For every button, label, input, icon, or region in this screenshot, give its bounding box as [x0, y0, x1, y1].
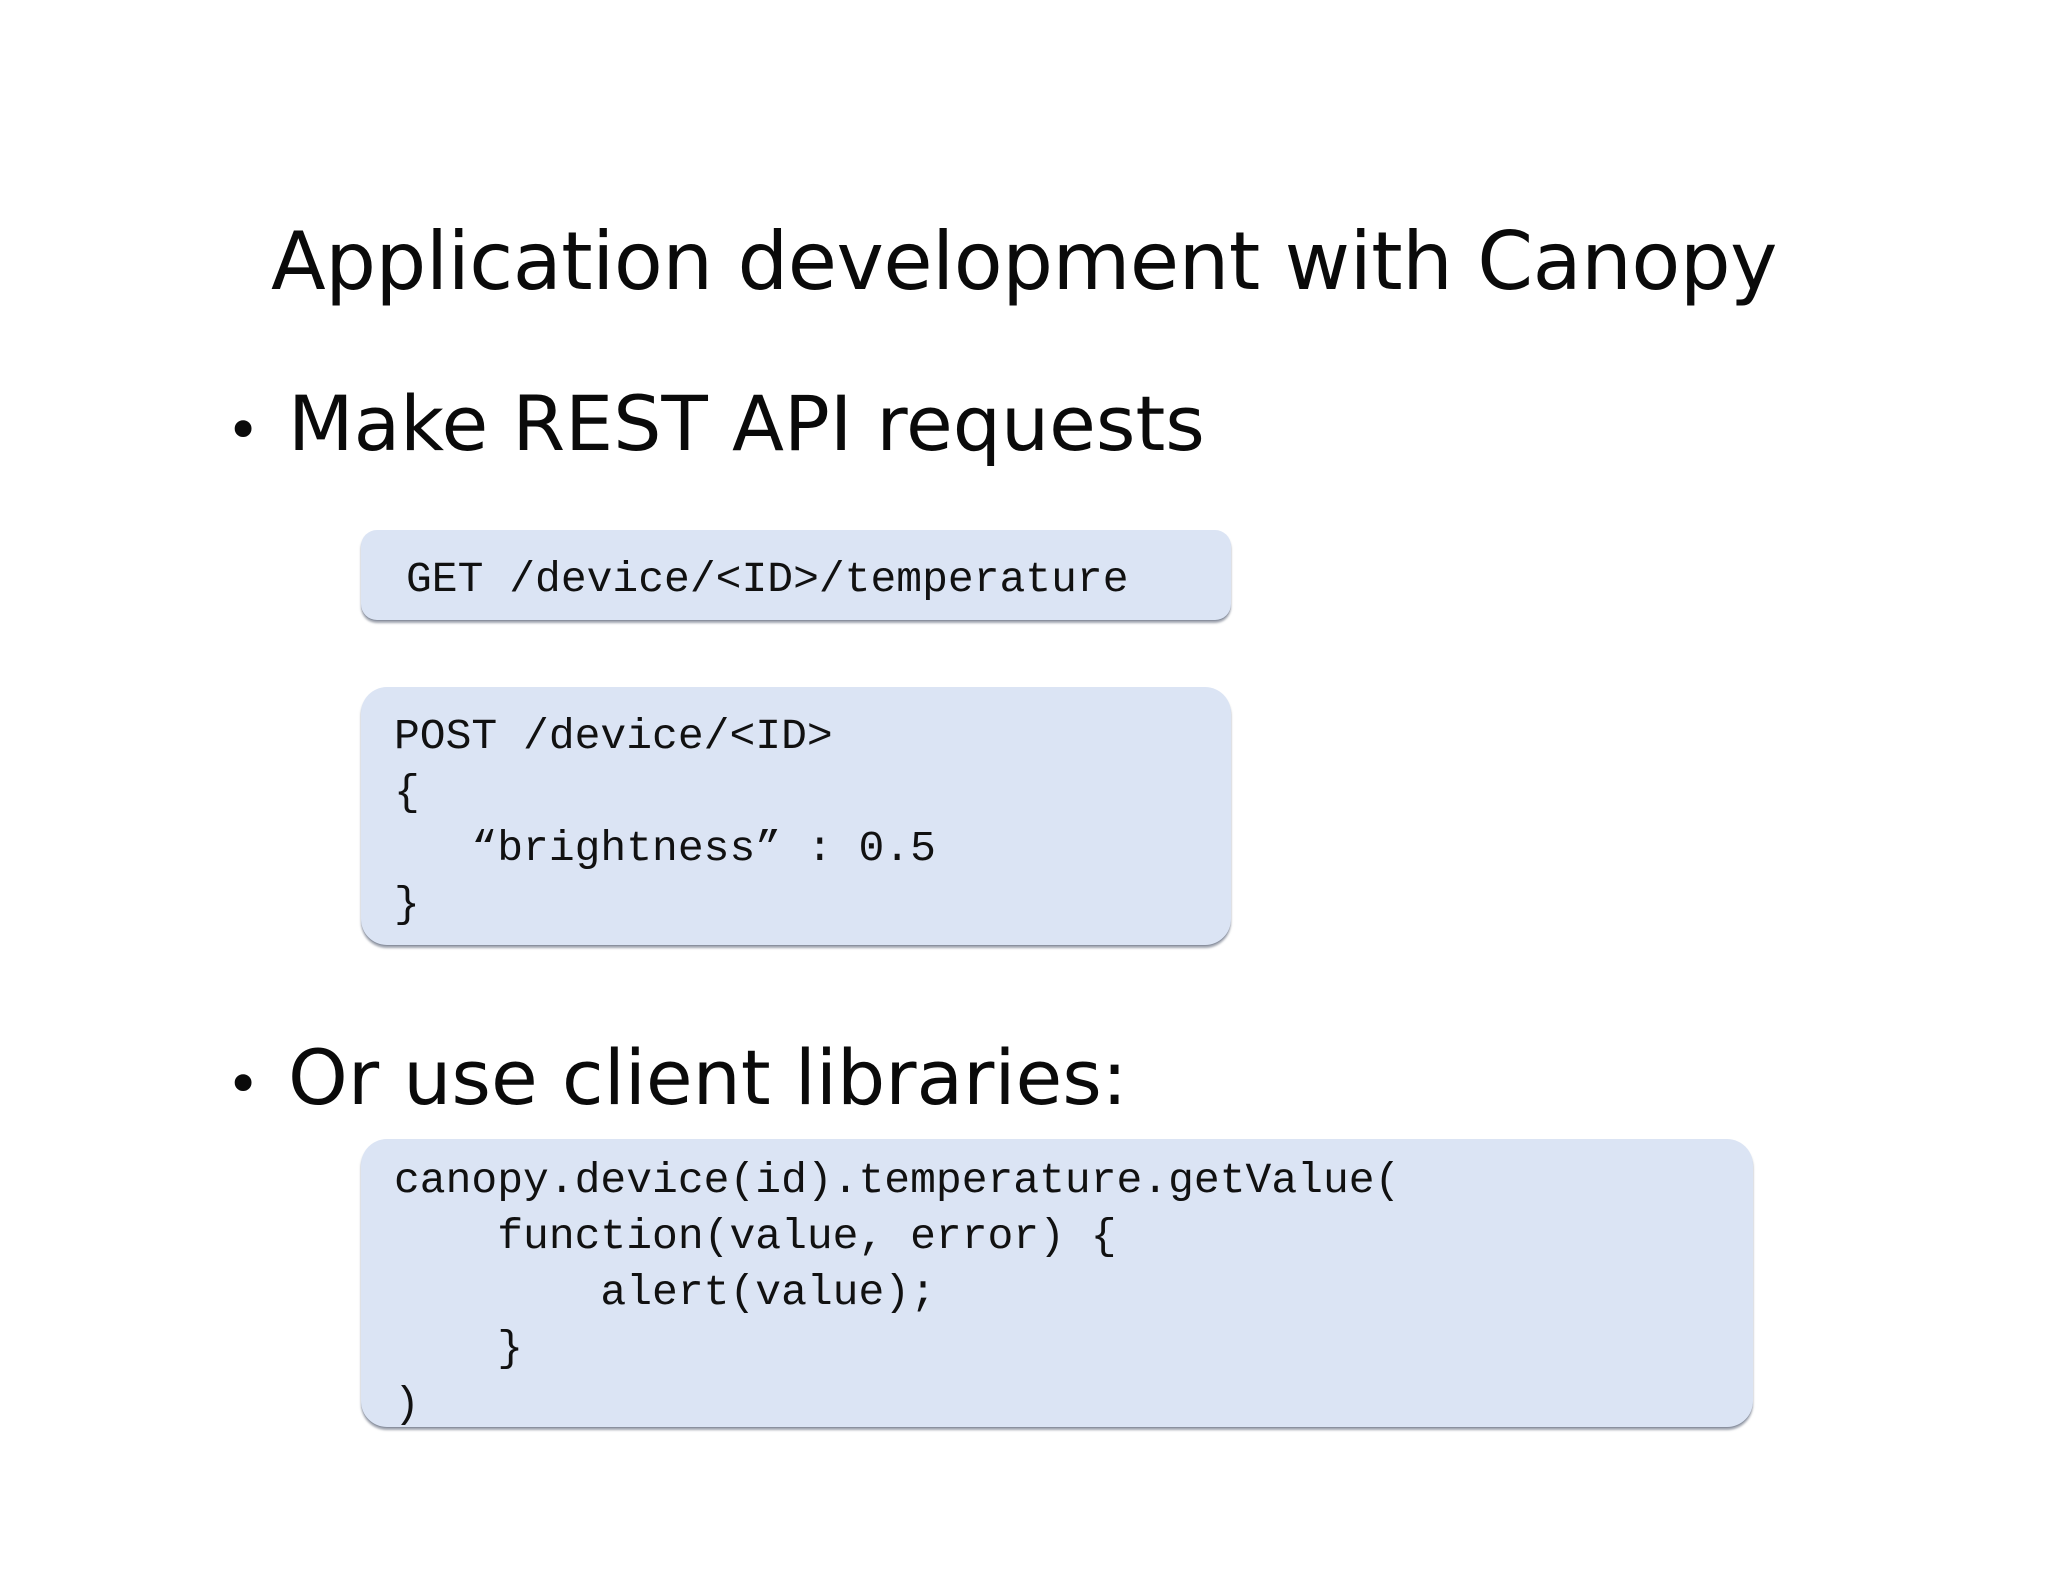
bullet-marker: • — [226, 396, 261, 464]
code-line: } — [394, 880, 420, 929]
code-block-post-request: POST /device/<ID> { “brightness” : 0.5} — [361, 687, 1231, 945]
code-line: “brightness” : 0.5 — [394, 824, 936, 873]
bullet-text: Or use client libraries: — [288, 1033, 1128, 1122]
bullet-text: Make REST API requests — [288, 379, 1205, 468]
code-line: POST /device/<ID> — [394, 712, 833, 761]
bullet-rest-api: • Make REST API requests — [226, 376, 1205, 478]
slide-title: Application development with Canopy — [271, 215, 1777, 308]
code-line: canopy.device(id).temperature.getValue( — [394, 1156, 1401, 1205]
code-line: } — [394, 1324, 524, 1373]
code-line: alert(value); — [394, 1268, 936, 1317]
code-line: GET /device/<ID>/temperature — [406, 555, 1129, 604]
code-line: { — [394, 768, 420, 817]
bullet-client-libraries: • Or use client libraries: — [226, 1030, 1127, 1132]
code-block-get-request: GET /device/<ID>/temperature — [361, 530, 1231, 620]
code-block-client-library: canopy.device(id).temperature.getValue( … — [361, 1139, 1753, 1429]
code-line: function(value, error) { — [394, 1212, 1117, 1261]
bullet-marker: • — [226, 1050, 261, 1118]
code-line: ) — [394, 1380, 420, 1429]
